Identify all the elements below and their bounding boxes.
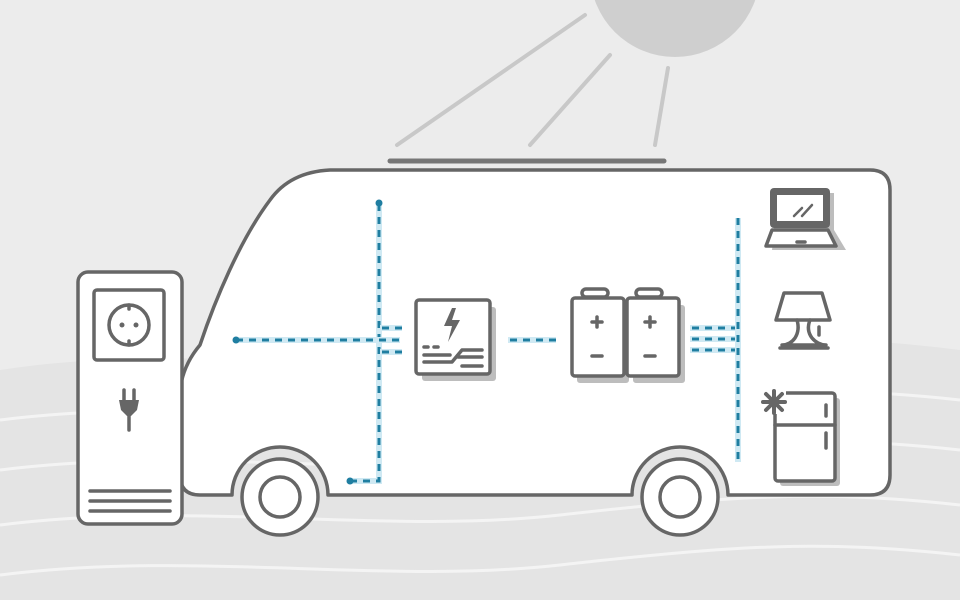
fridge-icon — [761, 389, 840, 486]
vent-lines — [88, 489, 172, 513]
charging-station-icon — [76, 270, 184, 526]
front-wheel — [240, 457, 320, 537]
rear-wheel — [640, 457, 720, 537]
battery-icon — [625, 287, 685, 383]
sun-icon — [395, 0, 756, 147]
plug-icon — [119, 388, 139, 432]
laptop-icon — [764, 188, 846, 250]
battery-icon — [570, 287, 629, 383]
camper-van — [171, 168, 892, 537]
wiring — [232, 199, 741, 485]
snowflake-icon — [761, 389, 787, 415]
power-socket-icon — [92, 288, 166, 362]
lamp-icon — [774, 291, 832, 350]
inverter-icon — [414, 298, 496, 381]
